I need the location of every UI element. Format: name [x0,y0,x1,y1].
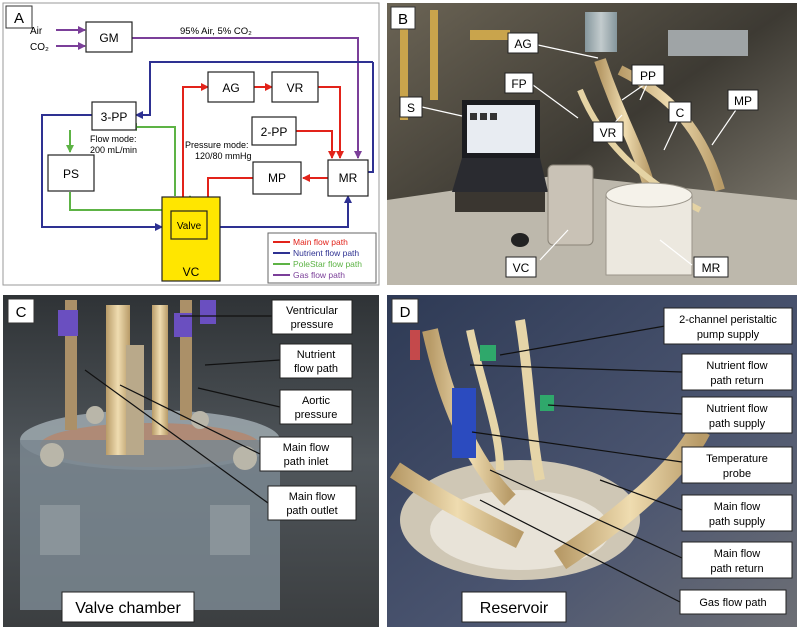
panel-d-caption: Reservoir [480,600,549,617]
callout-main-supply-1: Main flow [714,501,761,513]
panel-b-letter: B [398,11,408,28]
callout-nutrient-supply-1: Nutrient flow [706,403,767,415]
panel-c-letter: C [16,304,27,321]
callout-nutrient-return-1: Nutrient flow [706,360,767,372]
callout-main-outlet-1: Main flow [289,491,336,503]
node-gm: GM [99,31,118,45]
callout-c: C [676,106,685,120]
callout-main-return-1: Main flow [714,548,761,560]
air-input-label: Air [30,26,43,37]
node-vc: VC [183,265,200,279]
callout-temperature-1: Temperature [706,453,768,465]
callout-s: S [407,101,415,115]
callout-aortic-pressure-1: Aortic [302,395,331,407]
callout-ventricular-pressure-2: pressure [291,319,334,331]
callout-main-outlet-2: path outlet [286,505,337,517]
legend: Main flow path Nutrient flow path PoleSt… [267,232,377,284]
legend-main: Main flow path [293,237,348,247]
callout-ag: AG [514,37,531,51]
callout-vr: VR [600,126,617,140]
callout-peristaltic-1: 2-channel peristaltic [679,314,777,326]
flow-mode-line1: Flow mode: [90,134,137,144]
callout-peristaltic-2: pump supply [697,329,760,341]
callout-pp: PP [640,69,656,83]
callout-aortic-pressure-2: pressure [295,409,338,421]
panel-d-photo: D 2-channel peristaltic pump supply Nutr… [387,295,797,627]
callout-ventricular-pressure-1: Ventricular [286,305,338,317]
callout-main-inlet-2: path inlet [284,456,329,468]
node-mr: MR [339,171,358,185]
panel-c-caption: Valve chamber [75,600,181,617]
callout-temperature-2: probe [723,468,751,480]
callout-nutrient-return-2: path return [710,375,763,387]
callout-mr: MR [702,261,721,275]
legend-polestar: PoleStar flow path [293,259,362,269]
callout-nutrient-supply-2: path supply [709,418,766,430]
node-vr: VR [287,81,304,95]
flow-mode-line2: 200 mL/min [90,145,137,155]
node-3pp: 3-PP [101,110,128,124]
legend-gas: Gas flow path [293,270,345,280]
node-2pp: 2-PP [261,125,288,139]
callout-nutrient-flow-1: Nutrient [297,349,336,361]
pressure-mode-line2: 120/80 mmHg [195,151,252,161]
panel-b-photo: B AG FP S PP VR [387,3,797,285]
legend-nutrient: Nutrient flow path [293,248,359,258]
panel-a-letter: A [14,10,24,27]
co2-input-label: CO₂ [30,42,49,53]
callout-main-supply-2: path supply [709,516,766,528]
panel-d-letter: D [400,304,411,321]
callout-fp: FP [511,77,526,91]
callout-main-return-2: path return [710,563,763,575]
node-valve: Valve [177,221,202,232]
node-ps: PS [63,167,79,181]
node-ag: AG [222,81,239,95]
callout-nutrient-flow-2: flow path [294,363,338,375]
callout-gas-flow: Gas flow path [699,597,766,609]
callout-vc: VC [513,261,530,275]
gas-mix-label: 95% Air, 5% CO₂ [180,26,252,37]
pressure-mode-line1: Pressure mode: [185,140,249,150]
callout-mp: MP [734,94,752,108]
panel-a-schematic: A Air CO₂ 95% Air, 5% CO₂ GM AG VR [2,2,380,286]
callout-main-inlet-1: Main flow [283,442,330,454]
node-mp: MP [268,171,286,185]
panel-c-photo: C Ventricular pressure Nutrient flow pat… [3,295,379,627]
